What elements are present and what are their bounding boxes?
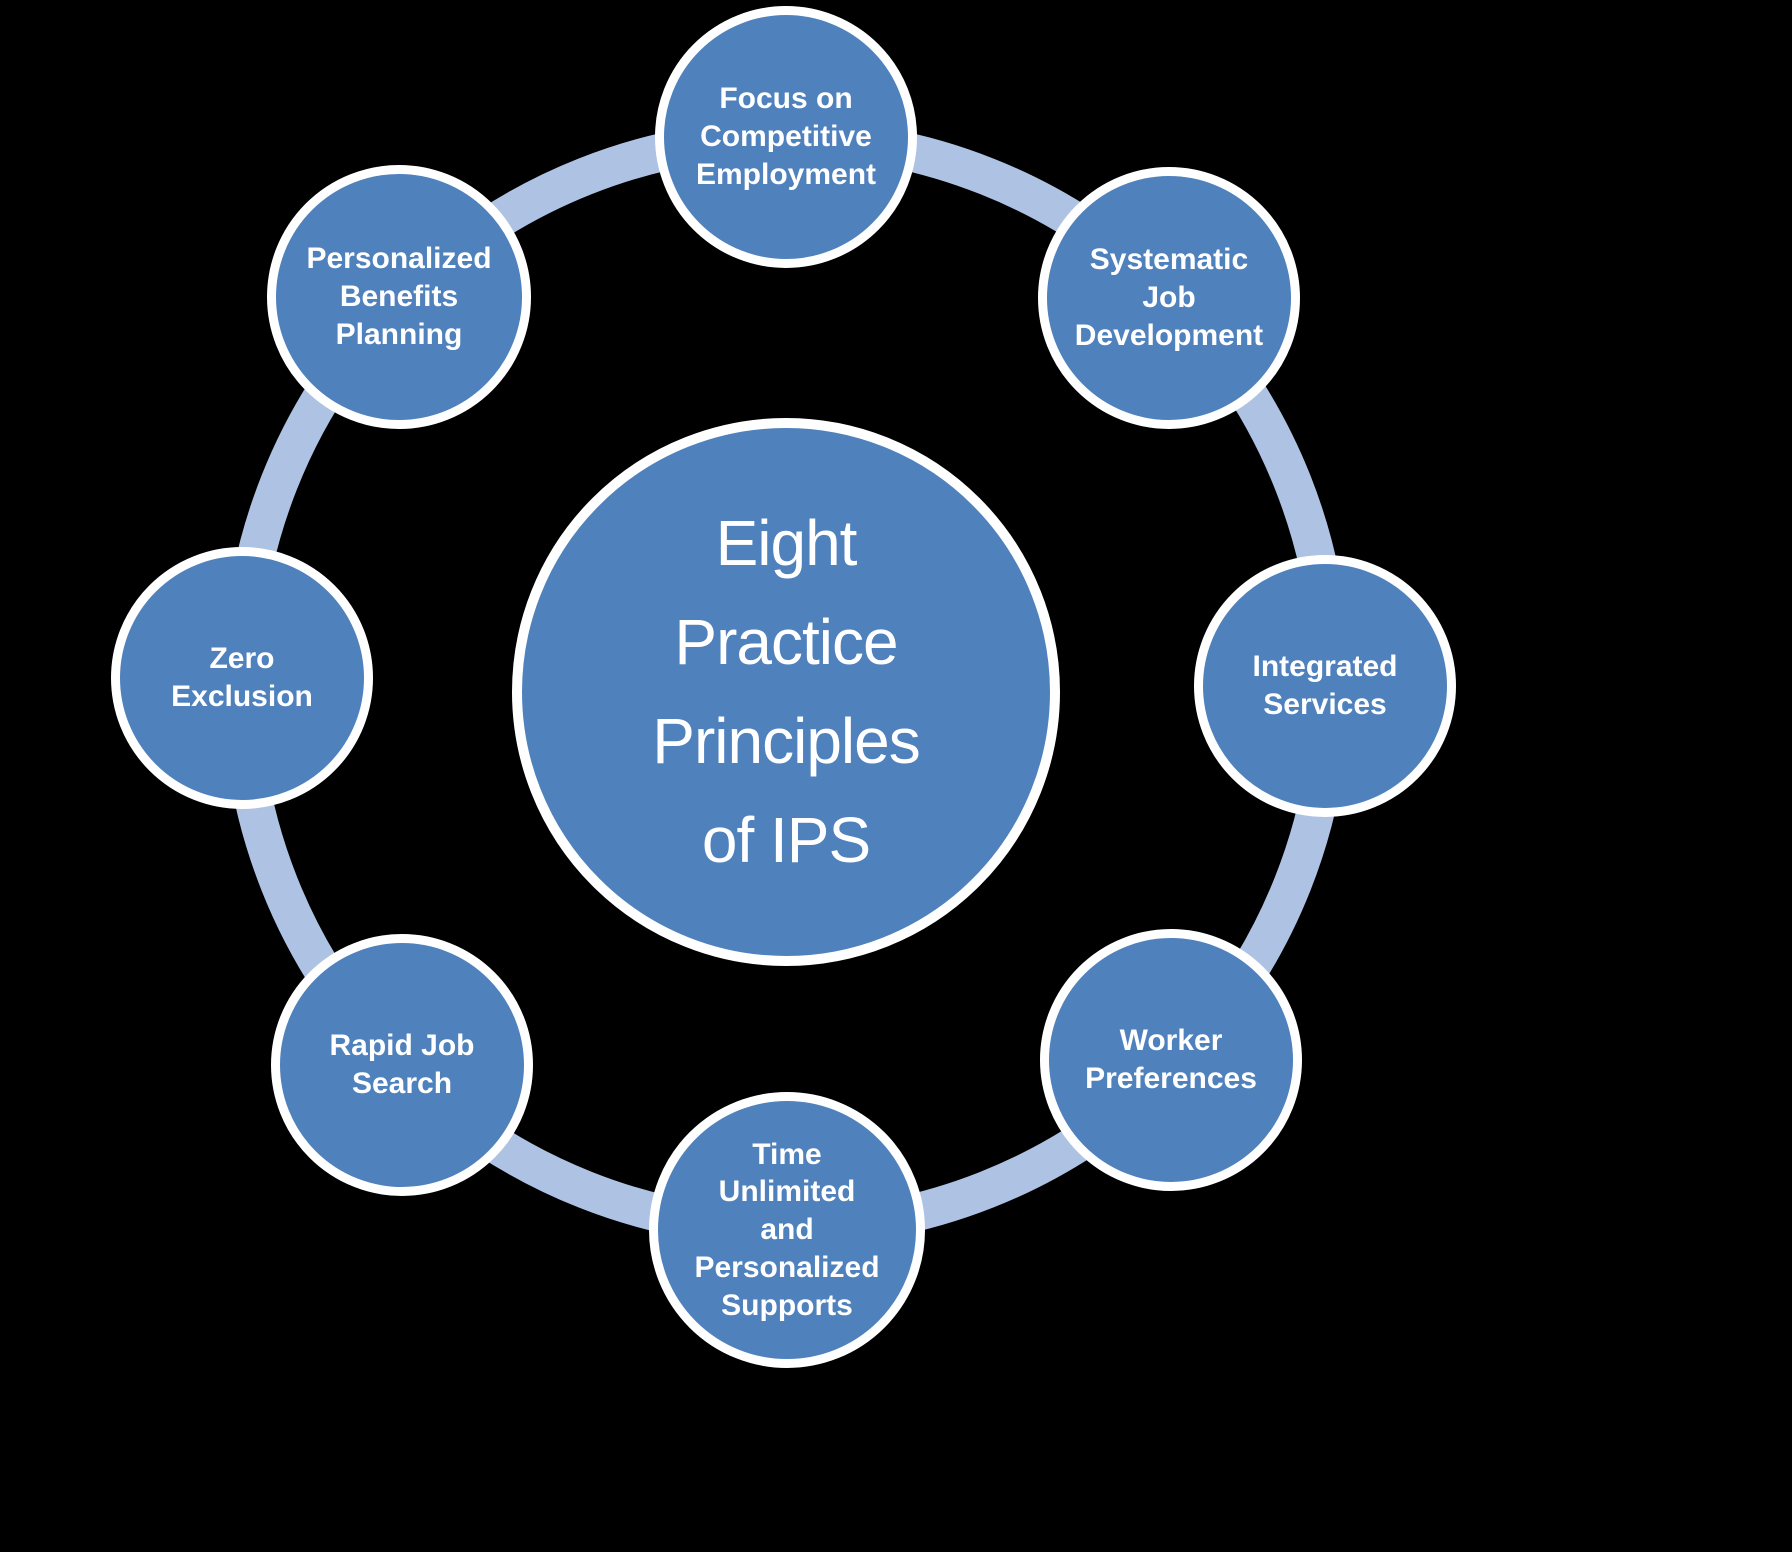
node-time-unlimited-personalized-supports: Time Unlimited and Personalized Supports (649, 1092, 925, 1368)
node-focus-on-competitive-employment: Focus on Competitive Employment (655, 6, 917, 268)
node-label: Time Unlimited and Personalized Supports (694, 1137, 880, 1322)
node-label: Worker Preferences (1085, 1024, 1257, 1095)
center-node-eight-practice-principles: Eight Practice Principles of IPS (512, 418, 1060, 966)
node-label: Rapid Job Search (329, 1029, 475, 1100)
node-personalized-benefits-planning: Personalized Benefits Planning (267, 165, 531, 429)
node-label: Personalized Benefits Planning (306, 242, 492, 351)
node-zero-exclusion: Zero Exclusion (111, 547, 373, 809)
node-systematic-job-development: Systematic Job Development (1038, 167, 1300, 429)
node-worker-preferences: Worker Preferences (1040, 929, 1302, 1191)
center-node-label: Eight Practice Principles of IPS (652, 506, 920, 877)
node-label: Systematic Job Development (1074, 243, 1264, 352)
node-label: Zero Exclusion (171, 642, 313, 713)
node-rapid-job-search: Rapid Job Search (271, 934, 533, 1196)
node-label: Integrated Services (1252, 650, 1398, 721)
node-integrated-services: Integrated Services (1194, 555, 1456, 817)
node-label: Focus on Competitive Employment (695, 82, 877, 191)
